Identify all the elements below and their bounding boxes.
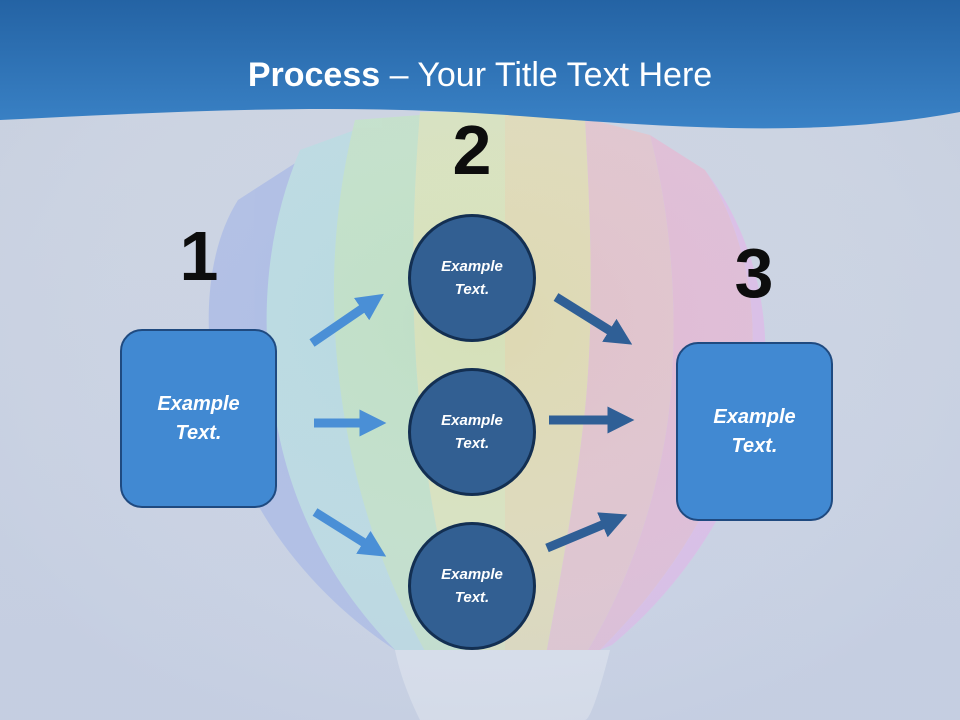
title-bold: Process — [247, 56, 381, 94]
middle-circle-3-line-2: Text. — [454, 589, 490, 606]
middle-circle-2[interactable]: Example Text. — [408, 368, 536, 496]
step-3-line-2: Text. — [731, 434, 778, 457]
arrow-top-to-3 — [553, 293, 633, 345]
step-3-box[interactable]: Example Text. — [676, 342, 833, 521]
middle-circle-1-line-1: Example — [441, 258, 503, 275]
step-1-line-1: Example — [157, 392, 240, 415]
step-1-box[interactable]: Example Text. — [120, 329, 277, 508]
middle-circle-1-line-2: Text. — [454, 281, 490, 298]
arrow-1-to-top — [309, 293, 384, 347]
step-1-line-2: Text. — [175, 421, 222, 444]
middle-circle-2-line-1: Example — [441, 412, 503, 429]
step-number-2: 2 — [452, 111, 492, 189]
arrow-1-to-bottom — [312, 508, 387, 557]
middle-circle-3-line-1: Example — [441, 566, 503, 583]
step-number-3: 3 — [734, 234, 774, 312]
middle-circle-2-line-2: Text. — [454, 435, 490, 452]
header-band — [0, 0, 960, 129]
middle-circle-3[interactable]: Example Text. — [408, 522, 536, 650]
step-number-1: 1 — [179, 217, 219, 295]
page-title: Process – Your Title Text Here — [0, 52, 960, 98]
step-3-line-1: Example — [713, 405, 796, 428]
middle-circle-1[interactable]: Example Text. — [408, 214, 536, 342]
title-rest: – Your Title Text Here — [380, 56, 713, 94]
arrow-bottom-to-3 — [545, 512, 628, 553]
